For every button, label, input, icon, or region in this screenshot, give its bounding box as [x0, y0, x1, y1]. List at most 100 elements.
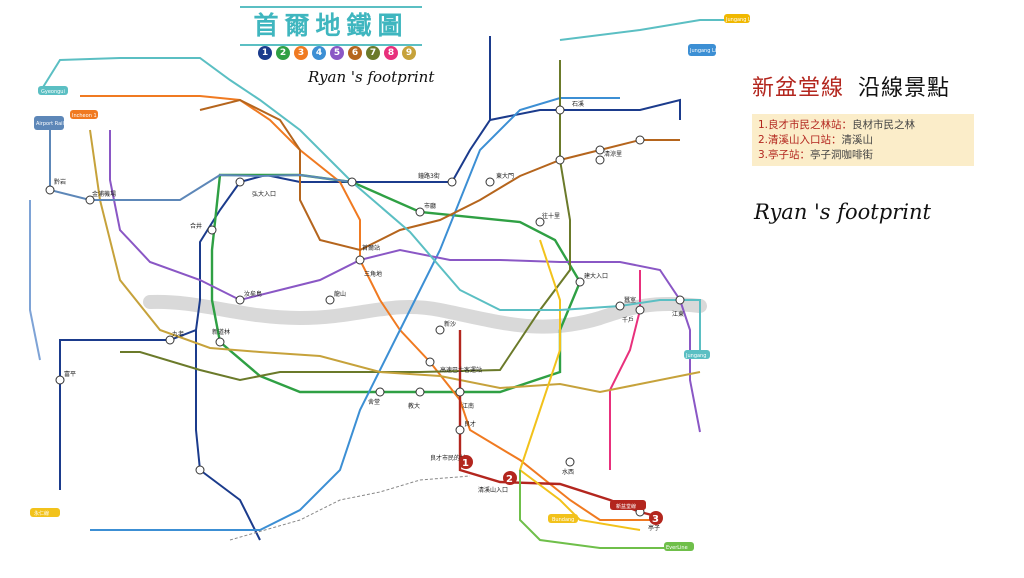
label-cheongnyangni[interactable]: 清涼里	[604, 150, 622, 158]
marker-3	[649, 511, 663, 525]
station-labels: 首爾站 市廳 鐘路3街 東大門 往十里 建大入口 蠶室 江南 教大 良才 新道林…	[54, 100, 684, 532]
label-seokgye[interactable]: 石溪	[572, 100, 584, 108]
node-suseo	[565, 457, 575, 467]
line-badge-7[interactable]: 7	[366, 46, 380, 60]
node-taereung	[555, 155, 565, 165]
han-river	[143, 294, 707, 334]
label-samgakji[interactable]: 三角地	[364, 270, 382, 278]
tag-incheon2-label: 永仁線	[34, 510, 49, 517]
label-seoul-station[interactable]: 首爾站	[362, 244, 380, 252]
label-sindorim[interactable]: 新道林	[212, 328, 230, 336]
label-wangsimni[interactable]: 往十里	[542, 212, 560, 220]
line-1-branch-east	[489, 98, 681, 121]
label-bupyeong[interactable]: 富平	[64, 370, 76, 378]
line-2-loop	[210, 173, 582, 394]
info-title: 新盆堂線沿線景點	[752, 70, 950, 102]
node-gyodae	[415, 387, 425, 397]
node-sadang	[375, 387, 385, 397]
label-jongno3ga[interactable]: 鐘路3街	[418, 172, 440, 180]
map-title: 首爾地鐵圖	[240, 6, 422, 46]
node-sangbong	[635, 135, 645, 145]
node-dongdaemun	[485, 177, 495, 187]
info-title-line: 新盆堂線	[752, 76, 845, 101]
line-1-path	[59, 36, 491, 490]
label-gyodae[interactable]: 教大	[408, 402, 420, 410]
light-rail-path	[229, 475, 471, 541]
label-yangjae[interactable]: 良才	[464, 420, 476, 428]
label-cheonho[interactable]: 千戶	[622, 316, 634, 324]
line-badge-5[interactable]: 5	[330, 46, 344, 60]
label-yongsan[interactable]: 龍山	[334, 290, 346, 298]
node-yeouido	[235, 295, 245, 305]
tag-bundang-label: Bundang	[552, 517, 574, 523]
jungang-top-path	[559, 19, 740, 41]
label-gimpo[interactable]: 金浦機場	[92, 190, 116, 198]
marker-1-num: 1	[462, 458, 469, 469]
label-express-bus[interactable]: 高速巴士客運站	[440, 366, 482, 374]
line-badge-1[interactable]: 1	[258, 46, 272, 60]
marker-2-num: 2	[506, 474, 513, 485]
label-yangjae-citizen-forest[interactable]: 良才市民的林	[430, 454, 466, 462]
line-badge-4[interactable]: 4	[312, 46, 326, 60]
node-hongdae	[235, 177, 245, 187]
label-sinsa[interactable]: 新沙	[444, 320, 456, 328]
label-guro[interactable]: 九老	[172, 330, 184, 338]
line-badge-2[interactable]: 2	[276, 46, 290, 60]
label-gangdong[interactable]: 江東	[672, 310, 684, 318]
label-gangnam[interactable]: 江南	[462, 402, 474, 410]
tag-incheon1-label: Incheon 1	[72, 113, 97, 119]
label-suseo[interactable]: 水西	[562, 468, 574, 476]
line-badge-6[interactable]: 6	[348, 46, 362, 60]
attraction-spot: 良材市民之林	[852, 119, 916, 131]
node-hoegi	[595, 145, 605, 155]
node-gangnam	[455, 387, 465, 397]
node-cheonho	[635, 305, 645, 315]
line-badge-9[interactable]: 9	[402, 46, 416, 60]
attraction-station: 2.清溪山入口站：	[758, 134, 842, 146]
attraction-row: 1.良才市民之林站：良材市民之林	[758, 118, 968, 133]
info-title-suffix: 沿線景點	[858, 76, 951, 101]
tag-airport-label: Airport Railroad	[36, 121, 75, 127]
node-wangsimni	[535, 217, 545, 227]
node-gyeyang	[45, 185, 55, 195]
tag-gyeongui	[38, 86, 68, 95]
footprint-caption-large: Ryan 's footprint	[754, 200, 931, 224]
attraction-station: 3.亭子站：	[758, 149, 811, 161]
line-9-path	[89, 129, 701, 394]
label-jamsil[interactable]: 蠶室	[624, 296, 636, 304]
tag-jungang-right-label: Jungang Line	[689, 48, 722, 54]
label-city-hall[interactable]: 市廳	[424, 202, 436, 210]
attractions-box: 1.良才市民之林站：良材市民之林 2.清溪山入口站：清溪山 3.亭子站：亭子洞咖…	[752, 114, 974, 166]
tag-jungang-bottom-label: Jungang	[685, 353, 706, 359]
transfer-nodes	[45, 105, 685, 521]
label-dongdaemun[interactable]: 東大門	[496, 172, 514, 180]
label-hapjeong[interactable]: 合井	[190, 222, 202, 230]
attraction-spot: 清溪山	[841, 134, 874, 146]
label-yeouido[interactable]: 汝矣島	[244, 290, 262, 298]
label-konkuk[interactable]: 建大入口	[584, 272, 608, 280]
node-seokgye	[555, 105, 565, 115]
tag-incheon1	[70, 110, 98, 119]
incheon-line-1-path	[29, 200, 41, 361]
label-sadang[interactable]: 舍堂	[368, 398, 380, 406]
label-hongdae[interactable]: 弘大入口	[252, 190, 276, 198]
tag-sinbundang-label: 新盆堂線	[616, 503, 636, 510]
node-bupyeong	[55, 375, 65, 385]
label-jeongja-station[interactable]: 亭子	[648, 524, 660, 532]
footprint-caption-small: Ryan 's footprint	[308, 68, 435, 86]
label-cheonggye-entrance[interactable]: 清溪山入口	[478, 486, 508, 494]
line-number-badges: 1 2 3 4 5 6 7 8 9	[258, 46, 416, 60]
marker-2	[503, 471, 517, 485]
tag-everline-label: EverLine	[666, 545, 688, 551]
tag-jungang-top-label: Jungang Line	[725, 17, 758, 23]
tag-sinbundang	[610, 500, 646, 510]
node-gangdong	[675, 295, 685, 305]
line-6-path	[199, 98, 680, 252]
tag-airport	[34, 116, 64, 130]
line-badge-3[interactable]: 3	[294, 46, 308, 60]
line-badge-8[interactable]: 8	[384, 46, 398, 60]
node-seoul-station	[347, 177, 357, 187]
label-gyeyang[interactable]: 黔岩	[54, 178, 66, 186]
